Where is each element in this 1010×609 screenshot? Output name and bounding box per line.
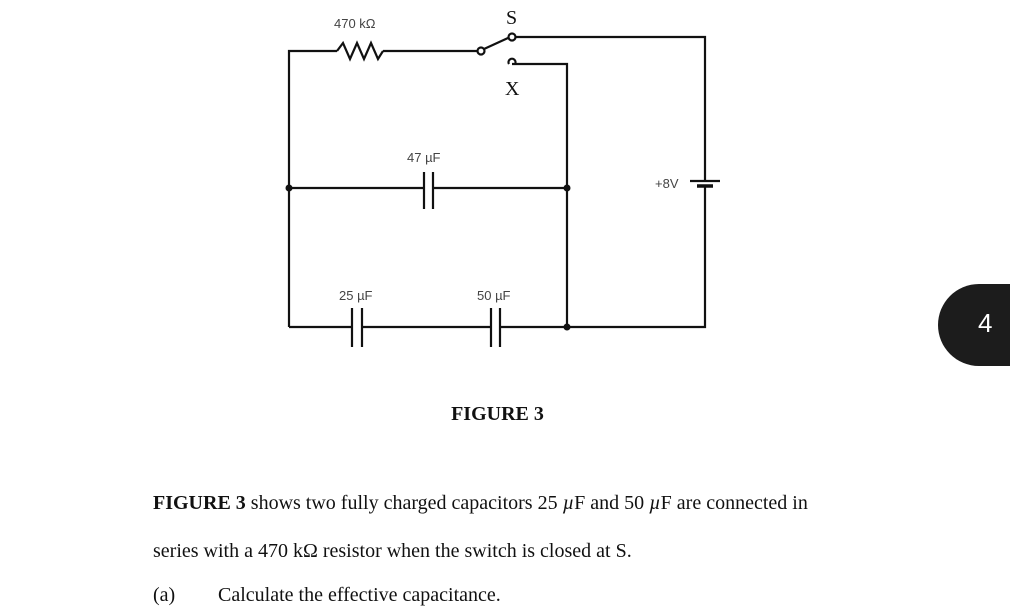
wire-s-to-battery [516,35,707,181]
capacitor-47-label: 47 µF [407,150,441,165]
resistor-label: 470 kΩ [334,16,376,31]
battery-label: +8V [655,176,679,191]
figure-reference: FIGURE 3 [153,492,246,514]
part-text: Calculate the effective capacitance. [218,584,501,606]
page-number-tab[interactable]: 4 [938,284,1010,366]
capacitor-50-label: 50 µF [477,288,511,303]
wire-x-to-node [512,62,569,327]
question-part-a: (a) Calculate the effective capacitance. [153,584,501,607]
wire-left [287,49,337,327]
cap-50-plates [489,308,502,347]
switch-x-label: X [505,78,520,100]
circuit-diagram: 470 kΩ 47 µF 25 µF 50 µF +8V S X [285,7,720,347]
junction-node [563,323,571,331]
cap-25-plates [350,308,364,347]
switch-pivot [476,46,486,56]
question-line-1: FIGURE 3 shows two fully charged capacit… [153,492,808,514]
junction-node [563,184,571,192]
switch-lever [483,37,509,50]
part-label: (a) [153,584,176,606]
switch-s-label: S [506,7,517,29]
junction-node [285,184,293,192]
switch-contact-s [507,32,517,42]
capacitor-25-label: 25 µF [339,288,373,303]
wire-bottom-right [500,186,707,329]
figure-caption: FIGURE 3 [451,403,544,425]
resistor-symbol [336,40,384,62]
question-line-2: series with a 470 kΩ resistor when the s… [153,540,632,562]
page-number: 4 [978,308,993,338]
switch-contact-x [507,57,517,65]
cap-47-plates [422,172,435,209]
